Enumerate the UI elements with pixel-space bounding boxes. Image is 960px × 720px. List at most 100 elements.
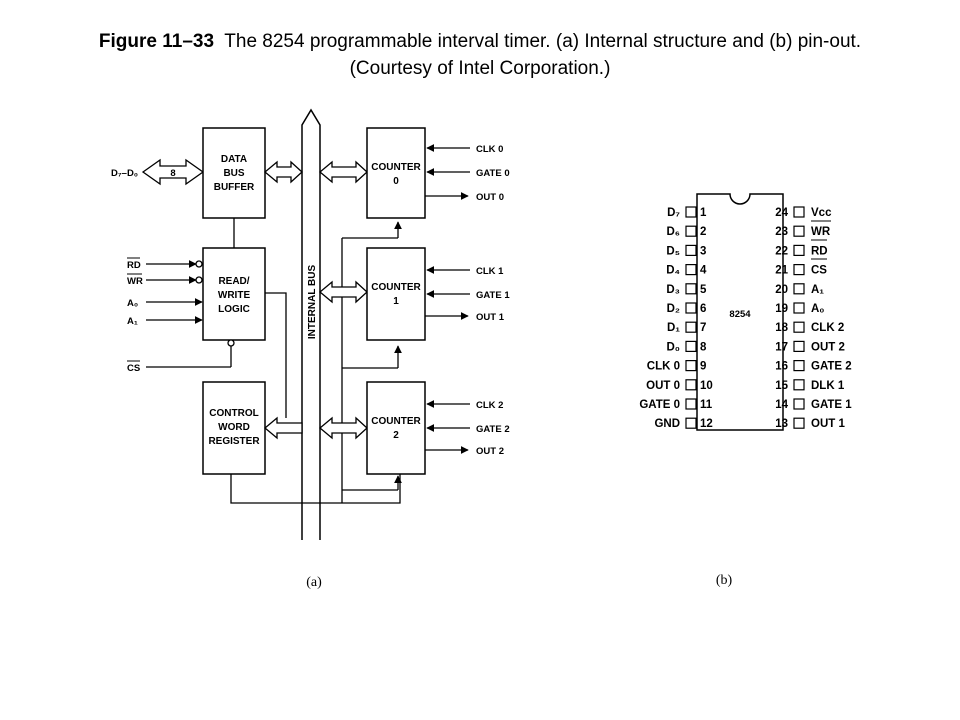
pin-23-pad (793, 225, 805, 237)
rw-control-line (265, 292, 287, 418)
pin-5-name: D₃ (666, 284, 680, 296)
pin-9-name: CLK 0 (647, 361, 680, 373)
pin-14: 14 GATE 1 (775, 398, 852, 411)
chip-label: 8254 (729, 309, 751, 320)
rw-input-lines (146, 260, 203, 324)
pinout-sublabel: (b) (716, 573, 733, 588)
pin-11-number: 11 (700, 399, 713, 411)
pin-19-name: A₀ (811, 303, 825, 315)
pin-1-name: D₇ (667, 207, 680, 219)
pin-15-name: DLK 1 (811, 380, 845, 392)
pin-1-number: 1 (700, 207, 707, 219)
counter0-bus-arrow (318, 160, 368, 184)
pin-5-pad (685, 283, 697, 295)
pin-19-pad (793, 302, 805, 314)
pin-21-number: 21 (775, 265, 788, 277)
control-word-register-label-1: CONTROL (209, 408, 258, 419)
pin-4-pad (685, 264, 697, 276)
control-word-register-label-3: REGISTER (208, 436, 260, 447)
cs-input-label: CS (127, 363, 140, 374)
internal-structure: INTERNAL BUS D₇–D₀ 8 DATA BUS BUFFER REA… (111, 108, 510, 590)
pin-4-number: 4 (700, 265, 707, 277)
pin-11: GATE 0 11 (639, 398, 713, 411)
pin-18-pad (793, 321, 805, 333)
pin-13-number: 13 (775, 418, 788, 430)
pin-18-name: CLK 2 (811, 322, 844, 334)
pin-3-pad (685, 244, 697, 256)
pin-7-number: 7 (700, 322, 706, 334)
pin-21: 21 CS (775, 264, 827, 277)
chip-body (696, 193, 784, 431)
pin-24-pad (793, 206, 805, 218)
caption-text: The 8254 programmable interval timer. (a… (224, 31, 862, 52)
counter0-block (366, 127, 426, 219)
pin-17-number: 17 (775, 341, 788, 353)
pin-17-pad (793, 340, 805, 352)
pin-2-number: 2 (700, 226, 706, 238)
pin-2-name: D₆ (666, 226, 680, 238)
control-bottom-line (230, 474, 401, 504)
counter1-block (366, 247, 426, 341)
rd-input-label: RD (127, 260, 141, 271)
counter2-block (366, 381, 426, 475)
pin-6-number: 6 (700, 303, 706, 315)
counter0-label: COUNTER (371, 162, 421, 173)
pin-2-pad (685, 225, 697, 237)
pin-19-number: 19 (775, 303, 788, 315)
data-bus-buffer-label-2: BUS (223, 168, 244, 179)
pin-9-number: 9 (700, 361, 706, 373)
pin-9: CLK 0 9 (647, 360, 706, 373)
pin-8-pad (685, 340, 697, 352)
counter2-number: 2 (393, 430, 399, 441)
pin-8-name: D₀ (667, 341, 681, 353)
pin-14-name: GATE 1 (811, 399, 852, 411)
counter0-number: 0 (393, 176, 399, 187)
pin-20-name: A₁ (811, 284, 824, 296)
pin-12-name: GND (654, 418, 680, 430)
buffer-bus-arrow (263, 160, 303, 184)
pin-5-number: 5 (700, 284, 707, 296)
pin-2: D₆ 2 (666, 225, 706, 238)
figure-caption: Figure 11–33 The 8254 programmable inter… (0, 28, 960, 82)
control-word-register-block (202, 381, 266, 475)
pin-21-pad (793, 264, 805, 276)
wr-input-label: WR (127, 276, 143, 287)
counter2-label: COUNTER (371, 416, 421, 427)
pin-3-number: 3 (700, 245, 706, 257)
counter1-label: COUNTER (371, 282, 421, 293)
pin-7-name: D₁ (667, 322, 680, 334)
pin-14-number: 14 (775, 399, 788, 411)
pin-20-pad (793, 283, 805, 295)
pin-21-name: CS (811, 265, 827, 277)
pin-14-pad (793, 398, 805, 410)
internal-bus (301, 108, 321, 540)
pin-6-pad (685, 302, 697, 314)
internal-bus-label: INTERNAL BUS (307, 265, 318, 340)
pin-12-pad (685, 417, 697, 429)
rw-logic-label-2: WRITE (218, 290, 251, 301)
pin-19: 19 A₀ (775, 302, 825, 315)
pin-16-name: GATE 2 (811, 361, 852, 373)
pin-11-name: GATE 0 (639, 399, 680, 411)
rw-logic-block (202, 247, 266, 341)
control-register-bus-arrow (263, 416, 303, 440)
pin-16-pad (793, 360, 805, 372)
counter2-clk-label: CLK 2 (476, 400, 503, 411)
counter1-number: 1 (393, 296, 399, 307)
counter2-gate-label: GATE 2 (476, 424, 510, 435)
pin-20-number: 20 (775, 284, 788, 296)
counter2-out-label: OUT 2 (476, 446, 504, 457)
cs-input-line (146, 339, 235, 368)
pin-8-number: 8 (700, 341, 707, 353)
